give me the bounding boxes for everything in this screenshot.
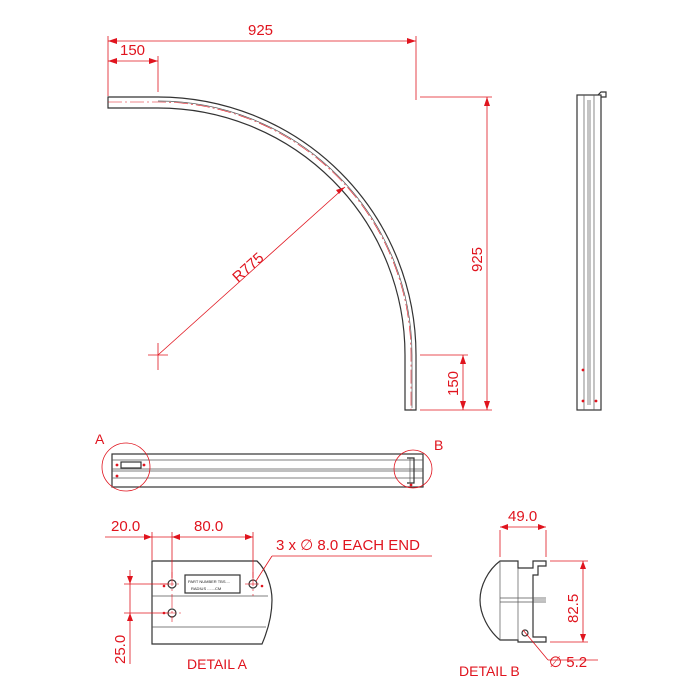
top-dimensions: 925 150 bbox=[107, 22, 417, 100]
radius-dimension: R775 bbox=[148, 186, 346, 370]
detail-b-hole-dim: ∅ 5.2 bbox=[549, 654, 587, 671]
detail-b-width-dim: 49.0 bbox=[508, 508, 537, 525]
detail-b-height-dim: 82.5 bbox=[565, 594, 582, 623]
radius-label: R775 bbox=[229, 249, 267, 286]
detail-b: 49.0 82.5 ∅ 5.2 DETAIL B bbox=[459, 508, 598, 679]
rail-centerline bbox=[108, 101, 412, 410]
straight-bottom-label: 150 bbox=[445, 371, 462, 396]
detail-a-pitch-dim: 80.0 bbox=[194, 518, 223, 535]
nameplate-line-1: PART NUMBER TBS.... bbox=[188, 579, 230, 584]
detail-a: PART NUMBER TBS.... RADIUS .......CM 20.… bbox=[105, 518, 432, 672]
detail-a-holes-note: 3 x ∅ 8.0 EACH END bbox=[276, 537, 420, 554]
detail-b-callout-circle bbox=[393, 449, 433, 489]
rail-elevation-view bbox=[111, 453, 424, 488]
detail-a-edge-dim: 20.0 bbox=[111, 518, 140, 535]
detail-b-title: DETAIL B bbox=[459, 663, 520, 679]
detail-a-title: DETAIL A bbox=[187, 656, 248, 672]
overall-height-label: 925 bbox=[469, 247, 486, 272]
detail-a-vertical-dim: 25.0 bbox=[112, 635, 129, 664]
rail-side-view bbox=[576, 91, 607, 411]
nameplate-line-2: RADIUS .......CM bbox=[191, 586, 221, 591]
curved-rail-plan bbox=[107, 96, 417, 411]
right-dimensions: 925 150 bbox=[420, 96, 492, 411]
overall-width-label: 925 bbox=[248, 22, 273, 39]
straight-top-label: 150 bbox=[120, 42, 145, 59]
detail-a-callout-circle bbox=[101, 442, 151, 492]
detail-b-marker: B bbox=[434, 437, 443, 453]
detail-a-marker: A bbox=[95, 431, 105, 447]
